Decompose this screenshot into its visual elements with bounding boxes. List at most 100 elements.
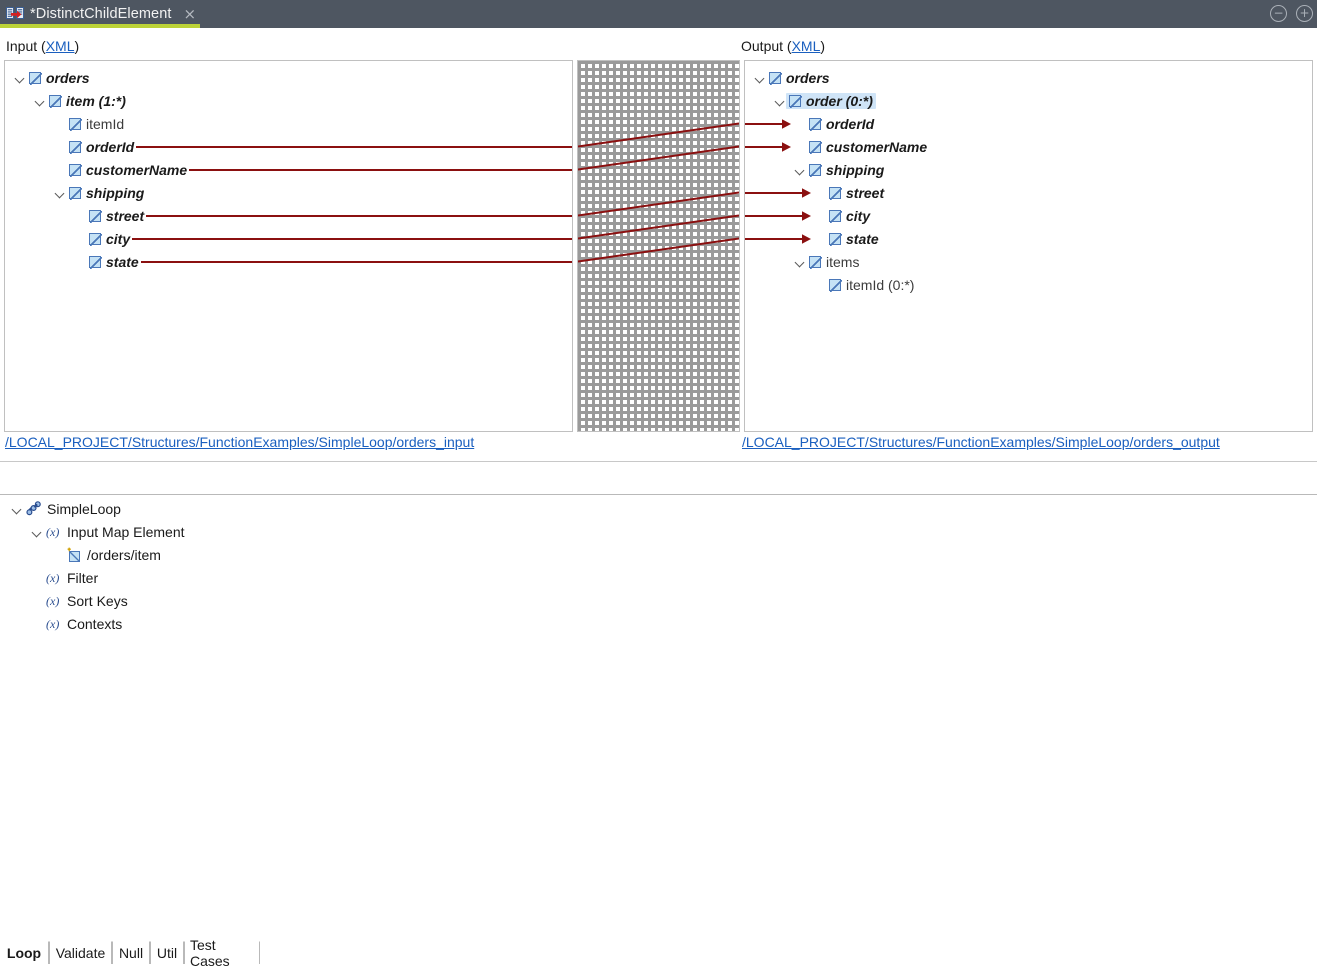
tree-node-label: orderId [826, 115, 875, 132]
tree-node-street[interactable]: street [73, 204, 144, 227]
chevron-down-icon[interactable] [793, 255, 807, 269]
input-panel-header: Input (XML) [6, 38, 79, 54]
chevron-down-icon[interactable] [10, 502, 24, 516]
tree-node-content: itemId (0:*) [829, 277, 914, 293]
editor-tab[interactable]: *DistinctChildElement × [0, 0, 206, 28]
tree-node-orders[interactable]: orders [13, 66, 90, 89]
tree-node-state[interactable]: state [813, 227, 879, 250]
tree-spacer [793, 140, 807, 154]
mapping-arrow[interactable] [745, 140, 793, 154]
tree-node-itemid[interactable]: itemId [53, 112, 124, 135]
tree-node-label: itemId [86, 115, 125, 132]
xml-element-icon [809, 140, 822, 154]
xml-element-icon [89, 255, 102, 269]
mapping-arrow[interactable] [745, 209, 813, 223]
mapping-icon [6, 6, 24, 22]
loop-tree-item-input-map-element[interactable]: (x) Input Map Element [30, 520, 185, 543]
tree-node-item[interactable]: item (1:*) [33, 89, 126, 112]
function-fx-icon: (x) [46, 524, 60, 539]
tab-util[interactable]: Util [150, 941, 184, 964]
tree-node-customername[interactable]: customerName [793, 135, 927, 158]
tree-node-content: state [829, 231, 879, 247]
tree-node-items[interactable]: items [793, 250, 859, 273]
chevron-down-icon[interactable] [793, 163, 807, 177]
tree-node-customername[interactable]: customerName [53, 158, 187, 181]
loop-tree-item-contexts[interactable]: (x) Contexts [30, 612, 122, 635]
minimize-button[interactable]: − [1270, 5, 1287, 22]
xml-element-icon [49, 94, 62, 108]
tree-node-content: itemId [69, 116, 124, 132]
function-fx-icon: (x) [46, 616, 60, 631]
mapping-arrow[interactable] [745, 232, 813, 246]
tree-node-content: orderId [69, 139, 134, 155]
tree-node-orderid[interactable]: orderId [53, 135, 134, 158]
loop-tree-item-simpleloop[interactable]: SimpleLoop [10, 497, 121, 520]
tree-spacer [813, 209, 827, 223]
tree-node-label: street [846, 184, 885, 201]
tree-node-orders[interactable]: orders [753, 66, 830, 89]
tree-node-shipping[interactable]: shipping [53, 181, 144, 204]
chevron-down-icon[interactable] [753, 71, 767, 85]
output-header-close: ) [820, 38, 826, 54]
tree-node-shipping[interactable]: shipping [793, 158, 884, 181]
tree-node-content: orders [29, 70, 90, 86]
loop-tree-item-label: Input Map Element [67, 523, 185, 540]
output-xml-link[interactable]: XML [791, 38, 821, 54]
tab-label: Loop [6, 945, 42, 961]
loop-tree-item--orders-item[interactable]: /orders/item [50, 543, 161, 566]
tab-label: Validate [55, 945, 106, 961]
mapping-arrow[interactable] [745, 117, 793, 131]
input-xml-link[interactable]: XML [45, 38, 75, 54]
tree-spacer [73, 255, 87, 269]
input-tree-panel[interactable]: orders item (1:*) itemId orderId customerNam… [4, 60, 573, 432]
loop-tree-item-label: Sort Keys [67, 592, 128, 609]
tree-node-orderid[interactable]: orderId [793, 112, 874, 135]
tree-spacer [53, 163, 67, 177]
loop-tree-item-sort-keys[interactable]: (x)Sort Keys [30, 589, 128, 612]
tab-test-cases[interactable]: Test Cases [184, 937, 260, 969]
tab-validate[interactable]: Validate [49, 941, 112, 964]
chevron-down-icon[interactable] [33, 94, 47, 108]
xml-element-icon [69, 163, 82, 177]
tree-node-order[interactable]: order (0:*) [773, 89, 876, 112]
chevron-down-icon[interactable] [30, 525, 44, 539]
tree-node-city[interactable]: city [813, 204, 870, 227]
input-structure-path-link[interactable]: /LOCAL_PROJECT/Structures/FunctionExampl… [5, 434, 475, 450]
loop-tree-item-label: Filter [67, 569, 99, 586]
mapping-line-segment[interactable] [140, 260, 572, 263]
close-icon[interactable]: × [183, 4, 197, 23]
tree-spacer [73, 209, 87, 223]
tree-node-content: state [89, 254, 139, 270]
tree-spacer [30, 617, 44, 631]
mapping-line-segment[interactable] [189, 168, 572, 171]
maximize-button[interactable]: + [1296, 5, 1313, 22]
tree-node-content: street [89, 208, 144, 224]
tree-node-content: customerName [69, 162, 187, 178]
tab-label: Test Cases [190, 937, 230, 969]
tree-node-itemid[interactable]: itemId (0:*) [813, 273, 914, 296]
tree-spacer [813, 278, 827, 292]
xml-element-icon [809, 117, 822, 131]
output-structure-path-link[interactable]: /LOCAL_PROJECT/Structures/FunctionExampl… [742, 434, 1220, 450]
chevron-down-icon[interactable] [53, 186, 67, 200]
chevron-down-icon[interactable] [13, 71, 27, 85]
output-header-text: Output ( [741, 38, 792, 54]
tab-loop[interactable]: Loop [0, 941, 49, 964]
mapping-line-segment[interactable] [132, 237, 572, 240]
mapping-line-segment[interactable] [146, 214, 572, 217]
tree-node-city[interactable]: city [73, 227, 130, 250]
tree-node-label: customerName [86, 161, 188, 178]
tab-null[interactable]: Null [112, 941, 150, 964]
mapping-arrow[interactable] [745, 186, 813, 200]
loop-tree-item-label: Contexts [67, 615, 123, 632]
mapping-grid-panel[interactable] [577, 60, 740, 432]
mapping-line-segment[interactable] [136, 145, 572, 148]
loop-detail-tree[interactable]: SimpleLoop (x) Input Map Element/orders/it… [0, 496, 1317, 649]
element-ref-icon [66, 547, 82, 563]
loop-tree-item-filter[interactable]: (x)Filter [30, 566, 98, 589]
chevron-down-icon[interactable] [773, 94, 787, 108]
tree-spacer [813, 186, 827, 200]
tree-node-street[interactable]: street [813, 181, 884, 204]
tree-node-state[interactable]: state [73, 250, 139, 273]
